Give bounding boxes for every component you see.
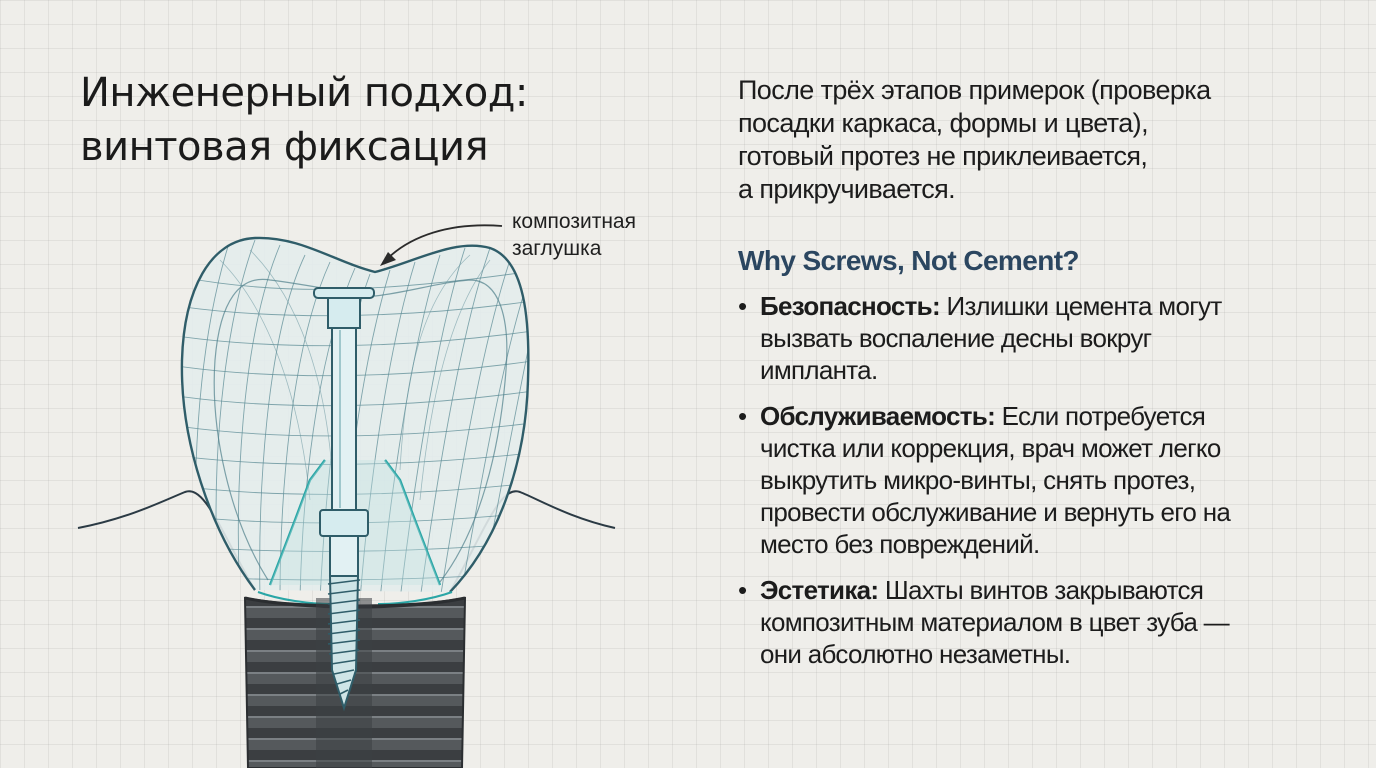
text-panel: После трёх этапов примерок (проверка пос… [738, 74, 1338, 684]
screw [313, 287, 375, 577]
implant-body [243, 596, 467, 768]
intro-line-1: После трёх этапов примерок (проверка [738, 75, 1211, 105]
benefits-list: • Безопасность: Излишки цемента могут вы… [738, 290, 1338, 670]
list-item-aesthetics: • Эстетика: Шахты винтов закрываются ком… [738, 574, 1338, 670]
item-text-line: композитным материалом в цвет зуба — [760, 607, 1230, 637]
screw-threads [327, 575, 361, 712]
bullet: • [738, 291, 747, 321]
abutment [257, 459, 453, 605]
item-text-line: провести обслуживание и вернуть его на [760, 497, 1231, 527]
page-title: Инженерный подход: винтовая фиксация [80, 66, 640, 174]
item-text: Шахты винтов закрываются [884, 575, 1204, 605]
item-text-line: вызвать воспаление десны вокруг [760, 323, 1152, 353]
list-item-maintainability: • Обслуживаемость: Если потребуется чист… [738, 400, 1338, 560]
intro-line-2: посадки каркаса, формы и цвета), [738, 108, 1149, 138]
item-text-line: место без повреждений. [760, 529, 1040, 559]
intro-line-4: а прикручивается. [738, 174, 956, 204]
list-item-first-line: Обслуживаемость: Если потребуется [760, 400, 1338, 432]
callout-line-1: композитная [512, 210, 636, 233]
crown-outline [180, 236, 530, 593]
implant-diagram [77, 224, 616, 768]
bullet: • [738, 575, 747, 605]
callout-arrow [385, 224, 503, 261]
callout-line-2: заглушка [512, 237, 602, 260]
callout-arrowhead [380, 252, 396, 266]
section-subheading: Why Screws, Not Cement? [738, 245, 1080, 276]
title-line-1: Инженерный подход: [80, 70, 528, 116]
item-text: Излишки цемента могут [946, 291, 1222, 321]
list-item-safety: • Безопасность: Излишки цемента могут вы… [738, 290, 1338, 386]
item-text-line: импланта. [760, 355, 878, 385]
bullet: • [738, 401, 747, 431]
term-maintainability: Обслуживаемость: [760, 401, 996, 431]
item-text-line: чистка или коррекция, врач может легко [760, 433, 1221, 463]
list-item-first-line: Безопасность: Излишки цемента могут [760, 290, 1338, 322]
item-text: Если потребуется [1001, 401, 1206, 431]
intro-line-3: готовый протез не приклеивается, [738, 141, 1148, 171]
term-aesthetics: Эстетика: [760, 575, 879, 605]
crown-inner-outline [213, 278, 508, 583]
intro-paragraph: После трёх этапов примерок (проверка пос… [738, 74, 1338, 206]
item-text-line: выкрутить микро-винты, снять протез, [760, 465, 1196, 495]
callout-label: композитная заглушка [512, 208, 636, 262]
list-item-first-line: Эстетика: Шахты винтов закрываются [760, 574, 1338, 606]
term-safety: Безопасность: [760, 291, 941, 321]
item-text-line: они абсолютно незаметны. [760, 639, 1071, 669]
title-line-2: винтовая фиксация [80, 124, 489, 170]
